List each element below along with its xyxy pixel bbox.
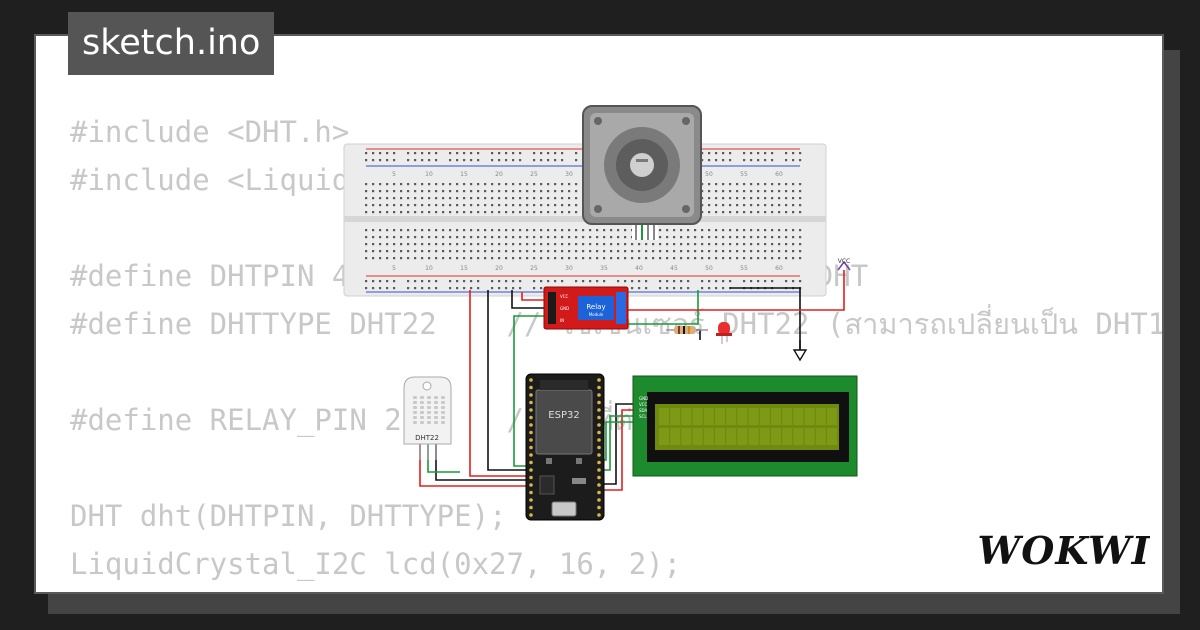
wire-green	[600, 415, 636, 471]
breadboard-number: 55	[740, 171, 748, 178]
wires	[419, 270, 845, 491]
wire-black	[511, 290, 546, 309]
wire-red	[626, 270, 845, 311]
relay-pin: IN	[560, 318, 564, 323]
breadboard-number: 60	[775, 265, 783, 272]
vcc-symbol: VCC	[837, 258, 851, 271]
breadboard-number: 25	[530, 265, 538, 272]
breadboard-number: 5	[392, 171, 396, 178]
dht-label: DHT22	[415, 434, 439, 442]
wire-black	[600, 403, 636, 485]
resistor	[666, 326, 708, 334]
stepper-motor	[582, 105, 702, 240]
breadboard-number: 30	[565, 171, 573, 178]
ground-symbol	[792, 340, 808, 362]
relay-pin: VCC	[560, 294, 569, 299]
breadboard-number: 50	[705, 171, 713, 178]
lcd-pin: SDA	[639, 408, 648, 413]
lcd-pin: GND	[639, 396, 648, 401]
wire-green	[427, 440, 460, 473]
wire-black	[487, 290, 528, 471]
breadboard-number: 15	[460, 265, 468, 272]
relay-label: Relay	[586, 303, 605, 311]
wire-red	[521, 292, 546, 301]
code-line: LiquidCrystal_I2C lcd(0x27, 16, 2);	[70, 547, 682, 581]
brand-name: WOKWI	[978, 528, 1150, 573]
wire-black	[730, 287, 801, 350]
code-line: DHT dht(DHTPIN, DHTTYPE);	[70, 499, 507, 533]
breadboard-number: 10	[425, 171, 433, 178]
code-line: #include <DHT.h>	[70, 115, 350, 149]
breadboard-number: 40	[635, 265, 643, 272]
esp32-label: ESP32	[548, 410, 579, 421]
breadboard-number: 10	[425, 265, 433, 272]
relay-sublabel: Module	[589, 312, 604, 317]
led	[716, 322, 732, 344]
breadboard-number: 45	[670, 265, 678, 272]
wire-green	[626, 290, 699, 325]
lcd-pin: VCC	[639, 402, 648, 407]
breadboard-number: 50	[705, 265, 713, 272]
wire-green	[513, 315, 546, 467]
relay-pin: GND	[560, 306, 569, 311]
breadboard-number: 30	[565, 265, 573, 272]
lcd-pin: SCL	[639, 414, 647, 419]
esp32-board: ESP32	[525, 373, 605, 521]
breadboard-number: 60	[775, 171, 783, 178]
wire-red	[469, 290, 528, 477]
wokwi-logo: WOKWI	[978, 528, 1150, 573]
vcc-label: VCC	[838, 258, 850, 265]
file-name-tag: sketch.ino	[68, 12, 275, 75]
dht22-sensor: DHT22	[403, 376, 452, 460]
wire-red	[600, 409, 636, 491]
relay-module: Relay Module VCC GND IN	[543, 286, 629, 330]
lcd-display: GND VCC SDA SCL	[632, 375, 858, 477]
breadboard-number: 5	[392, 265, 396, 272]
breadboard-number: 20	[495, 171, 503, 178]
breadboard-number: 25	[530, 171, 538, 178]
breadboard-number: 15	[460, 171, 468, 178]
breadboard-number: 55	[740, 265, 748, 272]
breadboard-number: 35	[600, 265, 608, 272]
wire-green	[600, 421, 636, 461]
breadboard-number: 20	[495, 265, 503, 272]
